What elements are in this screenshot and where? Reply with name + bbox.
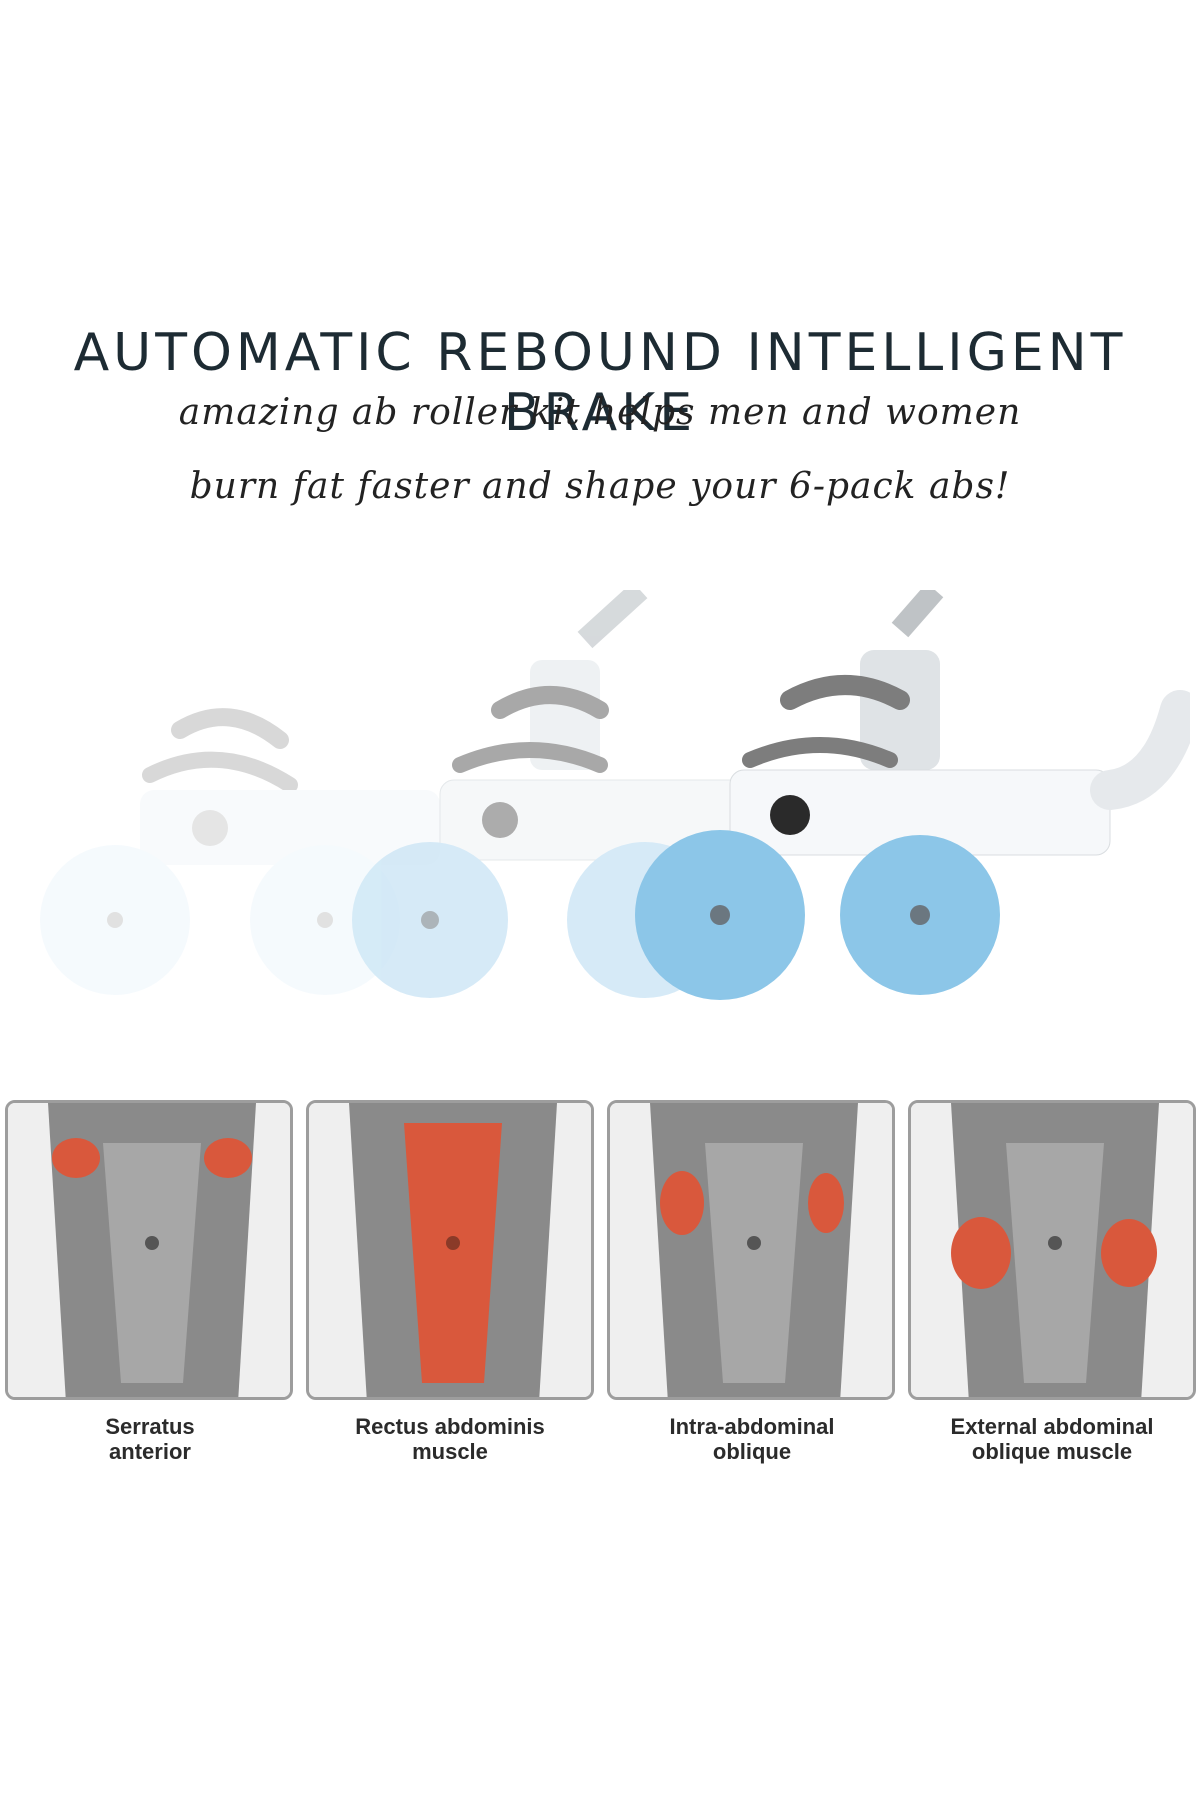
ab-roller-wheel-icon [40, 581, 1200, 1000]
muscle-grid: Serratus anterior Rectus abdominis muscl… [0, 1100, 1200, 1464]
muscle-card-external-oblique [908, 1100, 1196, 1400]
torso-muscle-icon [8, 1103, 290, 1397]
muscle-label-serratus: Serratus anterior [0, 1414, 300, 1464]
muscle-label-line-1: External abdominal [950, 1414, 1154, 1439]
muscle-label-line-2: muscle [412, 1439, 488, 1464]
tagline-line-1: amazing ab roller kit helps men and wome… [178, 392, 1022, 433]
muscle-label-line-1: Rectus abdominis [355, 1414, 545, 1439]
torso-muscle-icon [610, 1103, 892, 1397]
torso-muscle-icon [911, 1103, 1193, 1397]
muscle-card-serratus [5, 1100, 293, 1400]
torso-muscle-icon [309, 1103, 591, 1397]
tagline-line-2: burn fat faster and shape your 6-pack ab… [189, 466, 1011, 507]
page-title: AUTOMATIC REBOUND INTELLIGENT BRAKE [73, 323, 1127, 443]
muscle-card-rectus [306, 1100, 594, 1400]
muscle-label-line-1: Serratus [105, 1414, 195, 1439]
muscle-label-line-2: anterior [109, 1439, 191, 1464]
product-image [30, 581, 1200, 1030]
muscle-label-line-2: oblique [712, 1439, 792, 1464]
muscle-card-internal-oblique [607, 1100, 895, 1400]
muscle-label-external-oblique: External abdominal oblique muscle [902, 1414, 1200, 1464]
muscle-label-internal-oblique: Intra-abdominal oblique [602, 1414, 902, 1464]
muscle-label-line-2: oblique muscle [971, 1439, 1133, 1464]
muscle-label-rectus: Rectus abdominis muscle [300, 1414, 600, 1464]
roller-full [635, 582, 1200, 1000]
muscle-label-line-1: Intra-abdominal [669, 1414, 835, 1439]
